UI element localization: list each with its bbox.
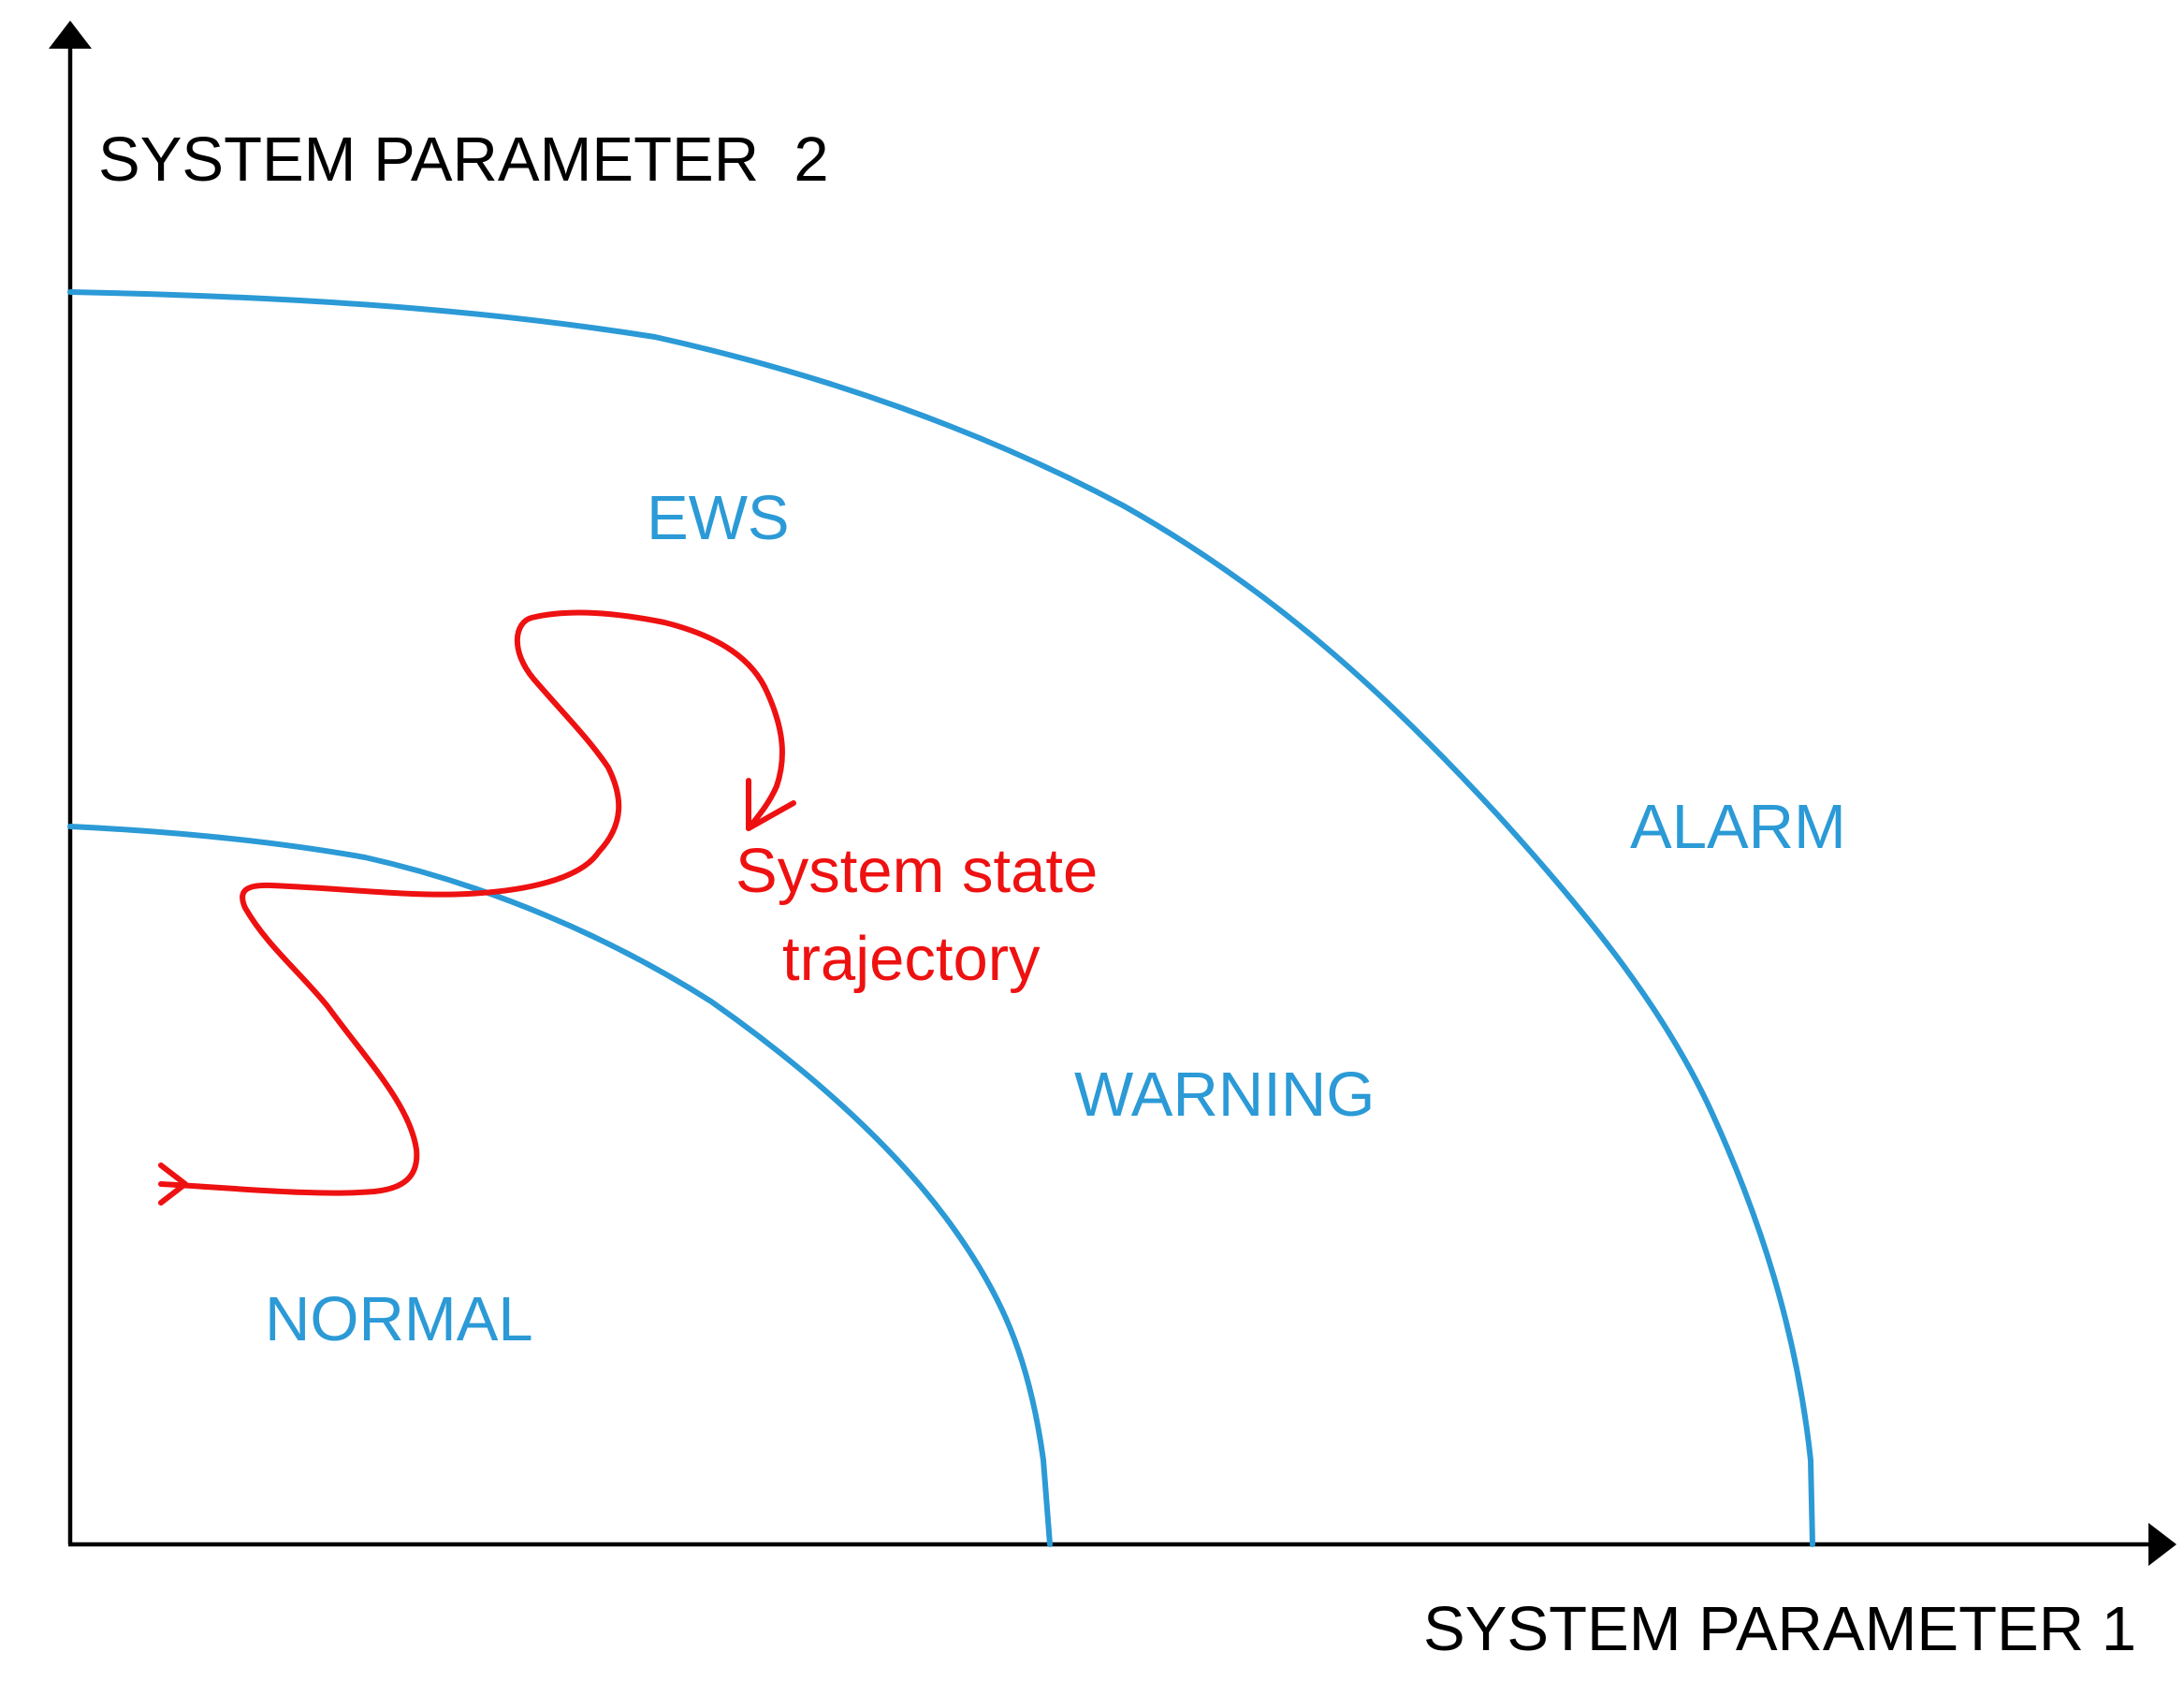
x-axis-arrowhead	[2148, 1523, 2177, 1566]
trajectory-annotation-line2: trajectory	[782, 924, 1041, 994]
outer-threshold-curve	[67, 289, 1815, 1547]
y-axis-arrowhead	[49, 21, 92, 49]
trajectory-end-arrowhead	[746, 778, 796, 831]
region-label-alarm: ALARM	[1630, 792, 1846, 862]
inner-threshold-curve	[67, 824, 1053, 1547]
trajectory-start-chevron	[158, 1162, 188, 1206]
region-label-normal: NORMAL	[265, 1284, 533, 1354]
region-label-warning: WARNING	[1074, 1060, 1375, 1130]
region-label-ews: EWS	[647, 483, 790, 553]
x-axis-label: SYSTEM PARAMETER 1	[1423, 1594, 2136, 1664]
trajectory-annotation-line1: System state	[735, 836, 1098, 906]
system-state-trajectory	[158, 609, 785, 1196]
y-axis-label: SYSTEM PARAMETER 2	[98, 124, 829, 195]
